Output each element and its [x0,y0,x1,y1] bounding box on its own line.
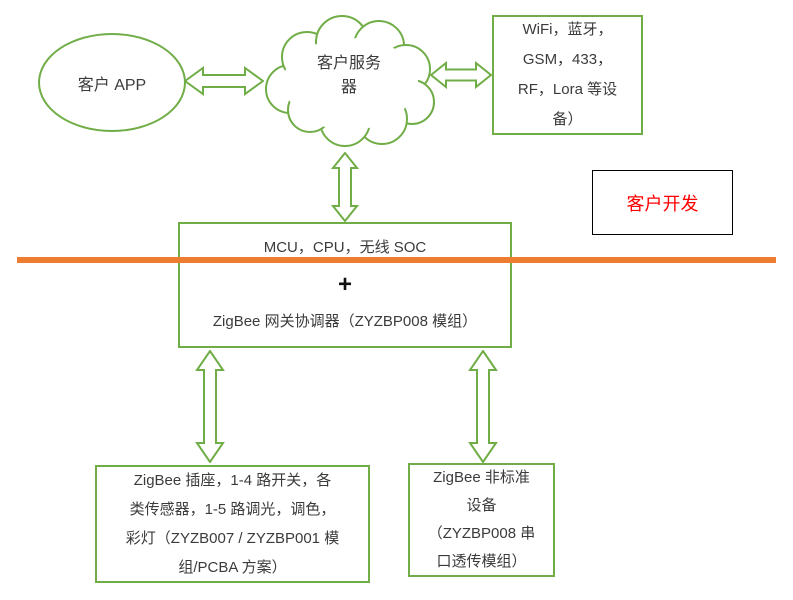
arrow-server-wifi [430,61,492,89]
arrow-app-server [184,66,264,96]
nonstd-line3: （ZYZBP008 串 [427,525,536,542]
customer-development-callout: 客户开发 [592,170,733,235]
wifi-line2: GSM，433， [522,51,613,68]
customer-app-label: 客户 APP [77,76,147,94]
std-line2: 类传感器，1-5 路调光，调色， [129,501,336,518]
arrow-gateway-standard-devices [195,350,225,463]
wifi-line1: WiFi，蓝牙， [522,21,613,38]
customer-server-label: 客户服务 器 [263,13,435,153]
std-line4: 组/PCBA 方案） [178,559,287,576]
node-gateway: MCU，CPU，无线 SOC + ZigBee 网关协调器（ZYZBP008 模… [178,222,512,348]
customer-development-label: 客户开发 [626,193,699,214]
node-customer-server: 客户服务 器 [263,13,435,153]
cloud-fill [293,68,405,130]
std-line1: ZigBee 插座，1-4 路开关，各 [133,472,332,489]
node-zigbee-nonstandard-devices: ZigBee 非标准 设备 （ZYZBP008 串 口透传模组） [408,463,555,577]
customer-server-line1: 客户服务 [316,55,381,72]
nonstd-line2: 设备 [466,497,497,514]
node-wifi-devices: WiFi，蓝牙， GSM，433， RF，Lora 等设 备） [492,15,643,135]
separator-line [17,257,776,263]
std-line3: 彩灯（ZYZB007 / ZYZBP001 模 [125,530,340,547]
gateway-line1: MCU，CPU，无线 SOC [263,239,427,256]
plus-sign: + [337,271,352,298]
wifi-line4: 备） [552,111,583,128]
node-customer-app: 客户 APP [38,33,186,132]
node-zigbee-standard-devices: ZigBee 插座，1-4 路开关，各 类传感器，1-5 路调光，调色， 彩灯（… [95,465,370,583]
nonstd-line4: 口透传模组） [436,553,527,570]
nonstd-line1: ZigBee 非标准 [433,469,530,486]
arrow-server-gateway [331,152,359,222]
gateway-line2: ZigBee 网关协调器（ZYZBP008 模组） [212,313,478,330]
customer-server-line2: 器 [340,79,357,96]
wifi-line3: RF，Lora 等设 [517,81,618,98]
arrow-gateway-nonstandard-devices [468,350,498,463]
